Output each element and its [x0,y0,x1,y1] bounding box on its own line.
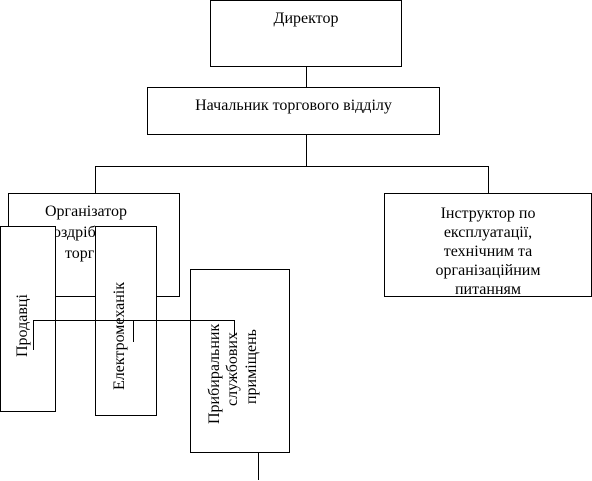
instructor-line2: експлуатації, [443,224,533,241]
cleaner-line1: Прибиральник [206,323,223,424]
head-of-trade-box: Начальник торгового відділу [147,87,440,135]
instructor-line1: Інструктор по [440,205,536,222]
electromechanic-box: Електромеханік [95,226,157,416]
cleaner-box: Прибиральник службових приміщень [190,269,290,453]
electromechanic-label: Електромеханік [111,282,128,390]
director-label: Директор [273,10,339,27]
connector-head-trunk [306,134,307,166]
connector-to-instructor [488,166,489,194]
connector-level2-bus [95,166,488,167]
instructor-line4: організаційним [435,262,541,279]
sellers-box: Продавці [0,226,56,412]
retail-organizer-line3: торг [65,245,95,262]
cleaner-line3: приміщень [243,329,260,404]
cleaner-line2: службових [224,332,241,406]
connector-director-head [306,66,307,87]
connector-stub-cleaner [234,320,235,336]
instructor-line5: питанням [454,281,522,298]
instructor-line3: технічним та [443,243,533,260]
connector-to-retail-organizer [95,166,96,194]
sellers-label: Продавці [14,294,31,357]
director-box: Директор [210,0,402,67]
retail-organizer-line1: Організатор [45,203,128,220]
head-of-trade-label: Начальник торгового відділу [195,97,392,114]
connector-stub-sellers [33,320,34,350]
connector-cleaner-tail [258,453,259,480]
instructor-box: Інструктор по експлуатації, технічним та… [384,193,592,298]
connector-stub-electromechanic [133,320,134,342]
